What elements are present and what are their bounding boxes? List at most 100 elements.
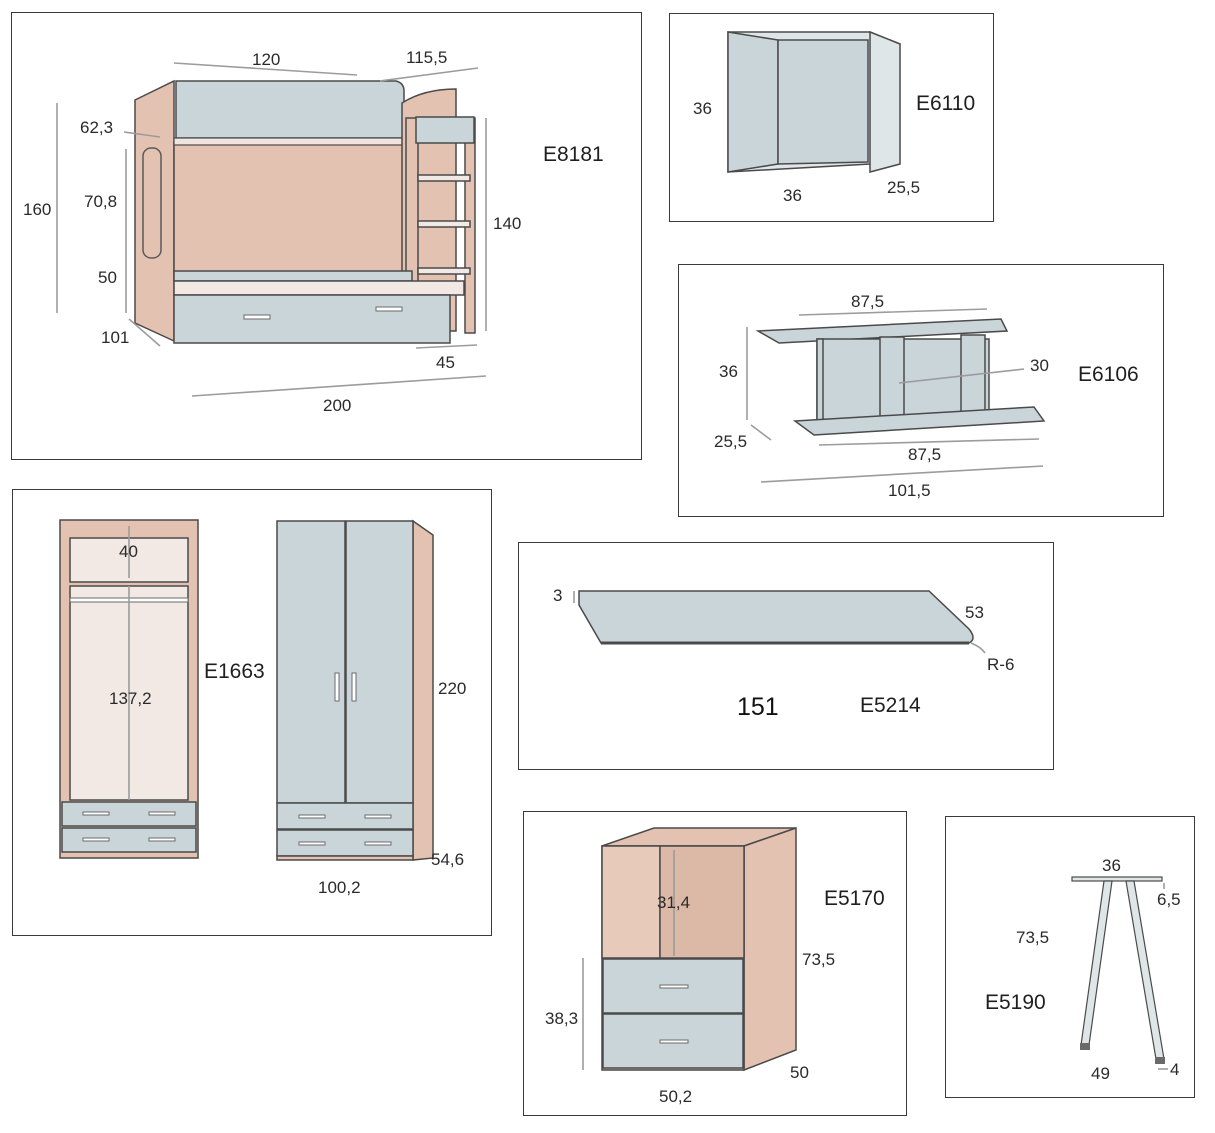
panel-desk-top: 3 53 R-6 151 E5214: [518, 542, 1054, 770]
dim-label: 70,8: [84, 192, 117, 211]
dim-label: 200: [323, 396, 351, 415]
wardrobe-plinth: [276, 855, 414, 861]
ladder-step: [417, 174, 471, 182]
wardrobe-drawer: [276, 802, 414, 830]
drawer-handle: [659, 1039, 689, 1044]
panel-wall-shelf: 87,5 36 30 25,5 87,5 101,5 E6106: [678, 264, 1164, 517]
dim-label: 3: [553, 586, 562, 605]
shelf-bottom: [792, 406, 1046, 436]
bunk-upper-mattress: [175, 80, 405, 139]
dim-label: 50: [98, 268, 117, 287]
bunk-bed-drawing: 120 115,5 62,3 160 70,8 140 50 101 45 20…: [23, 48, 604, 415]
bunk-upper-rail: [173, 137, 407, 146]
dim-line: [760, 465, 1044, 483]
dim-label: 45: [436, 353, 455, 372]
cube-left-inner: [727, 31, 779, 173]
panel-bunk-bed: 120 115,5 62,3 160 70,8 140 50 101 45 20…: [11, 12, 642, 460]
drawer-handle: [659, 984, 689, 989]
panel-wardrobe: 40 137,2 220 100,2 54,6 E1663: [12, 489, 492, 936]
door-handle: [334, 672, 340, 702]
wardrobe-drawer: [61, 827, 197, 853]
dim-line: [415, 344, 478, 349]
table-legs-drawing: 36 6,5 73,5 49 4 E5190: [985, 856, 1181, 1083]
drawer-handle: [82, 837, 110, 842]
dim-line: [898, 368, 1025, 384]
drawer-handle: [364, 841, 392, 846]
chest-drawer: [602, 958, 744, 1014]
dim-label: 4: [1170, 1060, 1179, 1079]
bunk-side-cutout: [142, 147, 162, 259]
dim-label: 40: [119, 542, 138, 561]
dim-label: 36: [693, 99, 712, 118]
dim-label: 50: [790, 1063, 809, 1082]
drawer-handle: [148, 837, 176, 842]
drawer-handle: [375, 306, 403, 312]
ladder-top-step: [415, 116, 475, 144]
desk-top-drawing: 3 53 R-6 151 E5214: [553, 586, 1014, 721]
ladder-step: [417, 220, 471, 228]
drawer-handle: [148, 811, 176, 816]
dim-label: 30: [1030, 356, 1049, 375]
dim-label: 120: [252, 50, 280, 69]
product-code: E8181: [543, 143, 604, 166]
product-code: E1663: [204, 660, 265, 683]
product-code: E5214: [860, 694, 921, 717]
dim-label: 36: [1102, 856, 1121, 875]
shelf-top: [755, 318, 1009, 344]
dim-label: 115,5: [406, 48, 447, 67]
dim-label: 137,2: [109, 689, 152, 708]
dim-label: 87,5: [851, 292, 884, 311]
dim-label: 151: [737, 693, 779, 721]
drawer-handle: [298, 814, 326, 819]
door-handle: [351, 672, 357, 702]
dim-label: 100,2: [318, 878, 361, 897]
shelf-divider: [960, 334, 986, 424]
dim-label: 62,3: [80, 118, 113, 137]
wall-shelf-drawing: 87,5 36 30 25,5 87,5 101,5 E6106: [714, 292, 1139, 500]
dim-label: 140: [493, 214, 521, 233]
dim-label: 49: [1091, 1064, 1110, 1083]
dim-label: 38,3: [545, 1009, 578, 1028]
drawer-handle: [364, 814, 392, 819]
dim-line: [173, 62, 358, 76]
dim-label: 50,2: [659, 1087, 692, 1106]
panel-chest: 31,4 73,5 38,3 50,2 50 E5170: [523, 811, 907, 1116]
dim-line: [750, 424, 772, 441]
wardrobe-drawer: [61, 801, 197, 827]
chest-drawing: 31,4 73,5 38,3 50,2 50 E5170: [545, 826, 885, 1106]
dim-label: 54,6: [431, 850, 464, 869]
dim-label: 73,5: [1016, 928, 1049, 947]
closed-wardrobe-side: [412, 519, 434, 861]
dim-label: 87,5: [908, 445, 941, 464]
dim-label: 101,5: [888, 481, 931, 500]
drawer-handle: [82, 811, 110, 816]
ladder-rail-left: [405, 117, 419, 291]
product-code: E5190: [985, 991, 1046, 1014]
drawer-handle: [243, 314, 271, 320]
leg-foot: [1080, 1043, 1090, 1050]
bunk-back-panel: [173, 142, 407, 279]
dim-line: [818, 438, 1040, 446]
dim-line: [123, 131, 161, 138]
ladder-step: [417, 267, 471, 275]
leg-foot: [1155, 1057, 1165, 1064]
chest-open-left: [601, 845, 661, 959]
cube-drawing: 36 36 25,5 E6110: [693, 30, 975, 205]
product-code: E6110: [916, 92, 975, 115]
chest-side: [743, 826, 797, 1072]
dim-label: 36: [783, 186, 802, 205]
dim-line: [970, 642, 986, 654]
dim-label: 31,4: [657, 893, 690, 912]
dim-line: [191, 375, 487, 397]
dim-label: 25,5: [714, 432, 747, 451]
panel-cube: 36 36 25,5 E6110: [669, 13, 994, 222]
dim-line: [128, 318, 161, 347]
shelf-divider: [816, 338, 824, 424]
table-leg: [1080, 880, 1113, 1046]
dim-label: 160: [23, 200, 51, 219]
dim-line: [379, 67, 479, 82]
bunk-left-side: [134, 79, 175, 343]
product-code: E6106: [1078, 363, 1139, 386]
wardrobe-door-right: [345, 520, 414, 804]
dim-label: 25,5: [887, 178, 920, 197]
